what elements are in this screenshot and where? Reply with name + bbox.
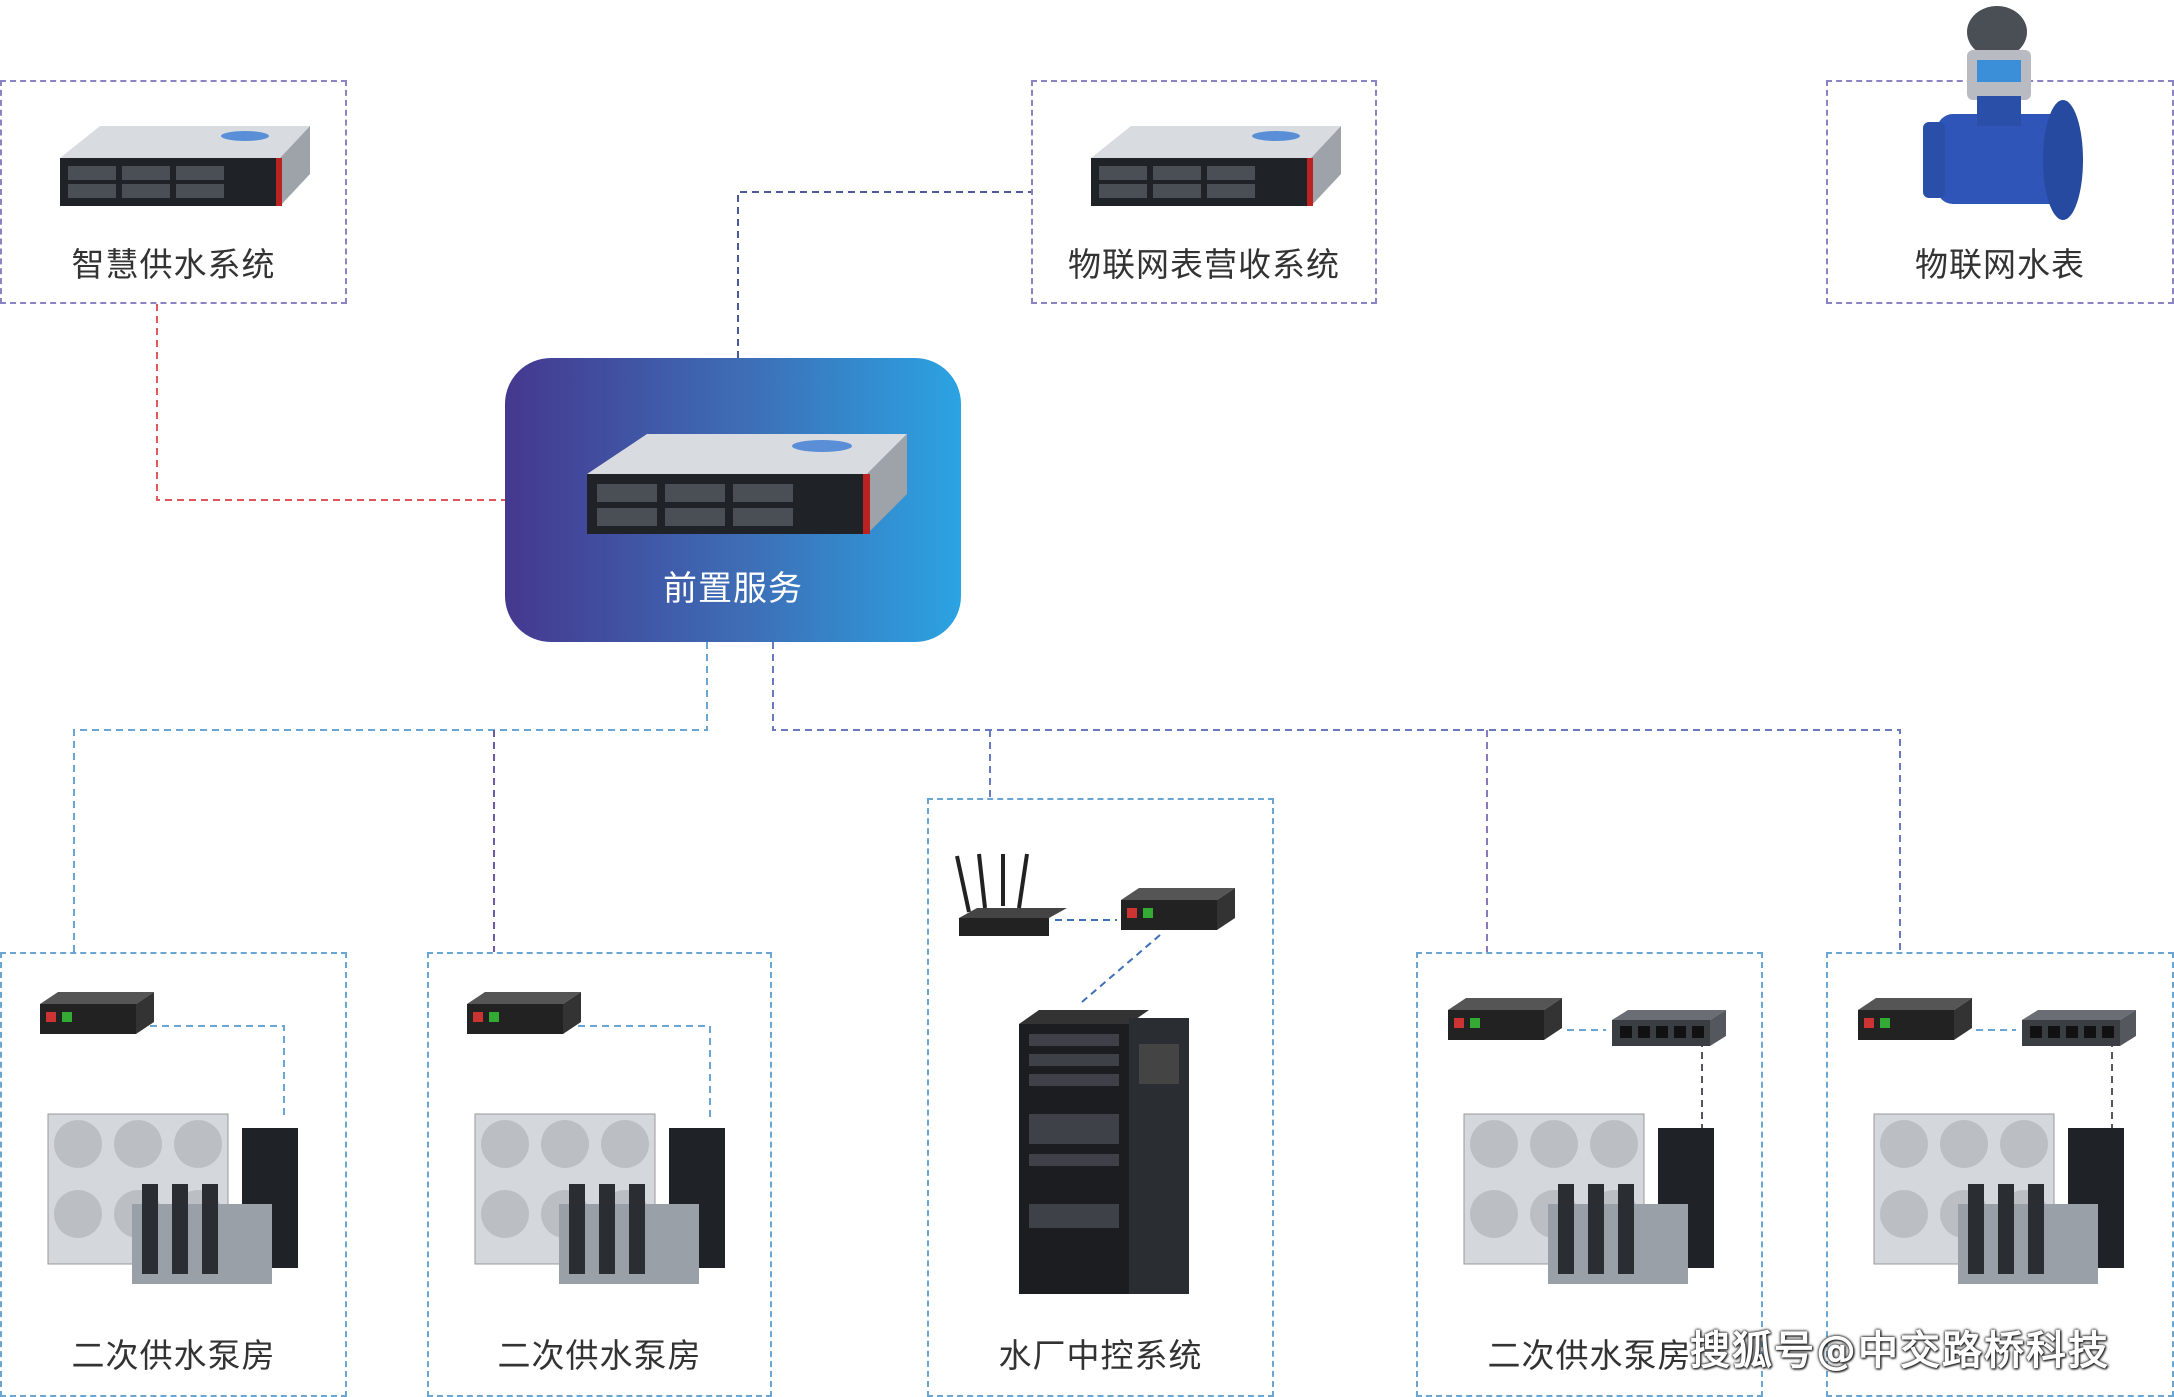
server-icon (60, 126, 310, 206)
gateway-icon (1858, 998, 1972, 1040)
node-smart-water-supply[interactable]: 智慧供水系统 (0, 80, 347, 304)
node-label: 二次供水泵房 (71, 1336, 276, 1375)
node-pump-station-2[interactable]: 二次供水泵房 (427, 952, 772, 1397)
link-hub-to-billing (737, 191, 1031, 358)
server-icon (1091, 126, 1341, 206)
water-meter-icon (1923, 6, 2083, 220)
switch-icon (1612, 1010, 1726, 1046)
router-icon (955, 853, 1067, 936)
node-plant-control-system[interactable]: 水厂中控系统 (927, 798, 1274, 1397)
node-label: 二次供水泵房 (1487, 1336, 1692, 1375)
gateway-icon (40, 992, 154, 1034)
link-smart-supply-to-hub (156, 304, 505, 501)
node-iot-billing-system[interactable]: 物联网表营收系统 (1031, 80, 1377, 304)
hub-front-service[interactable]: 前置服务 (505, 358, 961, 642)
link-hub-to-left-bus (73, 642, 708, 952)
node-label: 水厂中控系统 (998, 1336, 1203, 1375)
node-label: 物联网表营收系统 (1068, 245, 1340, 284)
node-iot-water-meter[interactable]: 物联网水表 (1826, 6, 2174, 304)
pump-station-icon (47, 1113, 298, 1284)
hub-label: 前置服务 (663, 569, 803, 609)
pump-station-icon (474, 1113, 725, 1284)
gateway-icon (1121, 888, 1235, 930)
node-pump-station-4[interactable] (1826, 952, 2174, 1397)
node-pump-station-1[interactable]: 二次供水泵房 (0, 952, 347, 1397)
node-pump-station-3[interactable]: 二次供水泵房 (1416, 952, 1763, 1397)
gateway-icon (467, 992, 581, 1034)
link-hub-to-right-bus (772, 642, 1901, 952)
pump-station-icon (1463, 1113, 1714, 1284)
server-icon (587, 434, 907, 534)
watermark: 搜狐号@中交路桥科技 (1690, 1328, 2110, 1374)
switch-icon (2022, 1010, 2136, 1046)
gateway-icon (1448, 998, 1562, 1040)
node-label: 物联网水表 (1915, 245, 2085, 284)
pump-station-icon (1873, 1113, 2124, 1284)
node-label: 二次供水泵房 (497, 1336, 702, 1375)
control-cabinet-icon (1019, 1010, 1189, 1294)
node-label: 智慧供水系统 (71, 245, 276, 284)
